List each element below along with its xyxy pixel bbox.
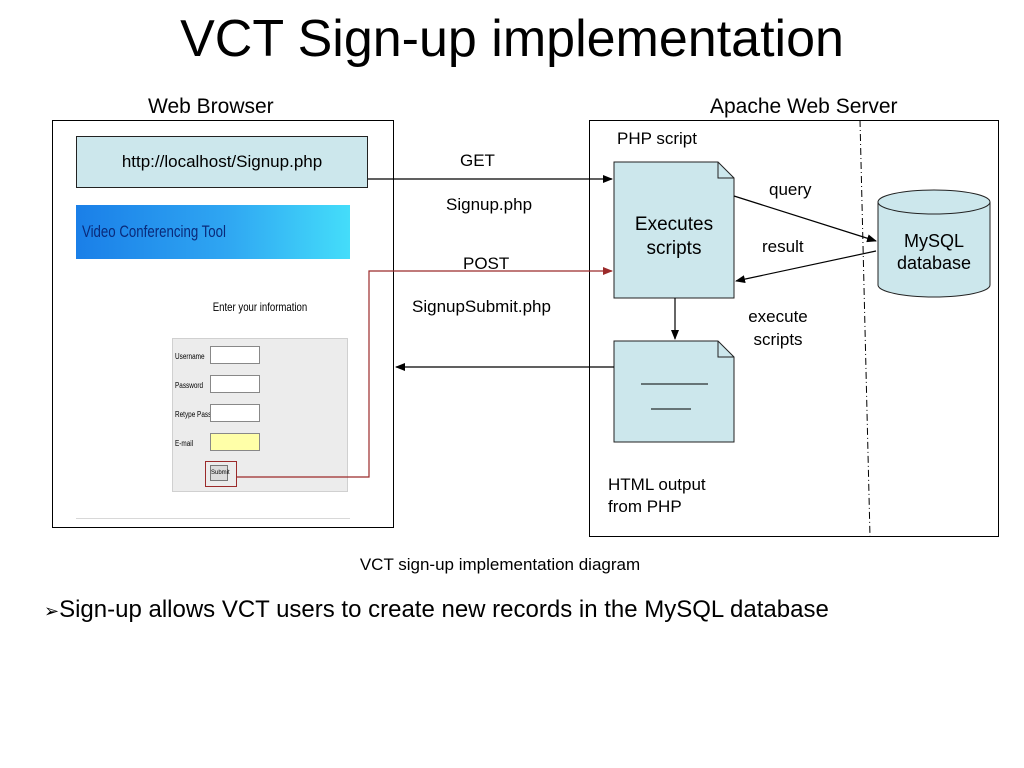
bullet-text: Sign-up allows VCT users to create new r… (59, 596, 829, 623)
password-label: Password (175, 381, 204, 390)
php-script-label: PHP script (617, 129, 697, 148)
html-output-document (613, 340, 735, 443)
page-title: VCT Sign-up implementation (180, 10, 844, 68)
email-label: E-mail (175, 439, 194, 448)
php-script-fold (717, 162, 734, 179)
post-arrow (237, 267, 613, 478)
query-arrow (733, 195, 877, 243)
get-file-label: Signup.php (446, 195, 533, 214)
execute-scripts-label: execute scripts (748, 307, 808, 349)
bullet-arrow-icon: ➢ (44, 601, 60, 621)
diagram-caption: VCT sign-up implementation diagram (359, 555, 641, 574)
post-label: POST (463, 254, 510, 273)
web-browser-label: Web Browser (148, 95, 274, 118)
server-divider-dashed (859, 119, 871, 538)
url-bar[interactable]: http://localhost/Signup.php (76, 136, 368, 188)
html-output-label: HTML output from PHP (608, 475, 706, 516)
apache-server-label: Apache Web Server (710, 95, 898, 118)
banner-text: Video Conferencing Tool (82, 222, 227, 241)
bullet-point: ➢Sign-up allows VCT users to create new … (44, 595, 829, 626)
username-label: Username (175, 352, 205, 361)
submit-button[interactable]: Submit (210, 465, 230, 481)
executes-scripts-label: Executes scripts (634, 214, 714, 259)
mysql-cylinder-top (877, 189, 991, 215)
submit-highlight-box (205, 461, 237, 487)
html-output-fold (717, 341, 734, 358)
result-label: result (762, 237, 804, 256)
mysql-cylinder-body (877, 202, 991, 298)
password-input[interactable] (210, 375, 260, 393)
get-label: GET (460, 151, 495, 170)
email-input[interactable] (210, 433, 260, 451)
php-script-document (613, 161, 735, 299)
video-conferencing-banner: Video Conferencing Tool (76, 205, 350, 259)
signup-form-panel (172, 338, 348, 492)
retype-password-input[interactable] (210, 404, 260, 422)
url-text: http://localhost/Signup.php (121, 152, 323, 171)
form-heading: Enter your information (212, 300, 308, 314)
post-file-label: SignupSubmit.php (412, 297, 551, 316)
retype-password-label: Retype Password (175, 410, 226, 419)
result-arrow (735, 250, 877, 284)
username-input[interactable] (210, 346, 260, 364)
mysql-database-label: MySQL database (896, 231, 972, 273)
query-label: query (769, 180, 812, 199)
browser-divider (76, 518, 350, 519)
